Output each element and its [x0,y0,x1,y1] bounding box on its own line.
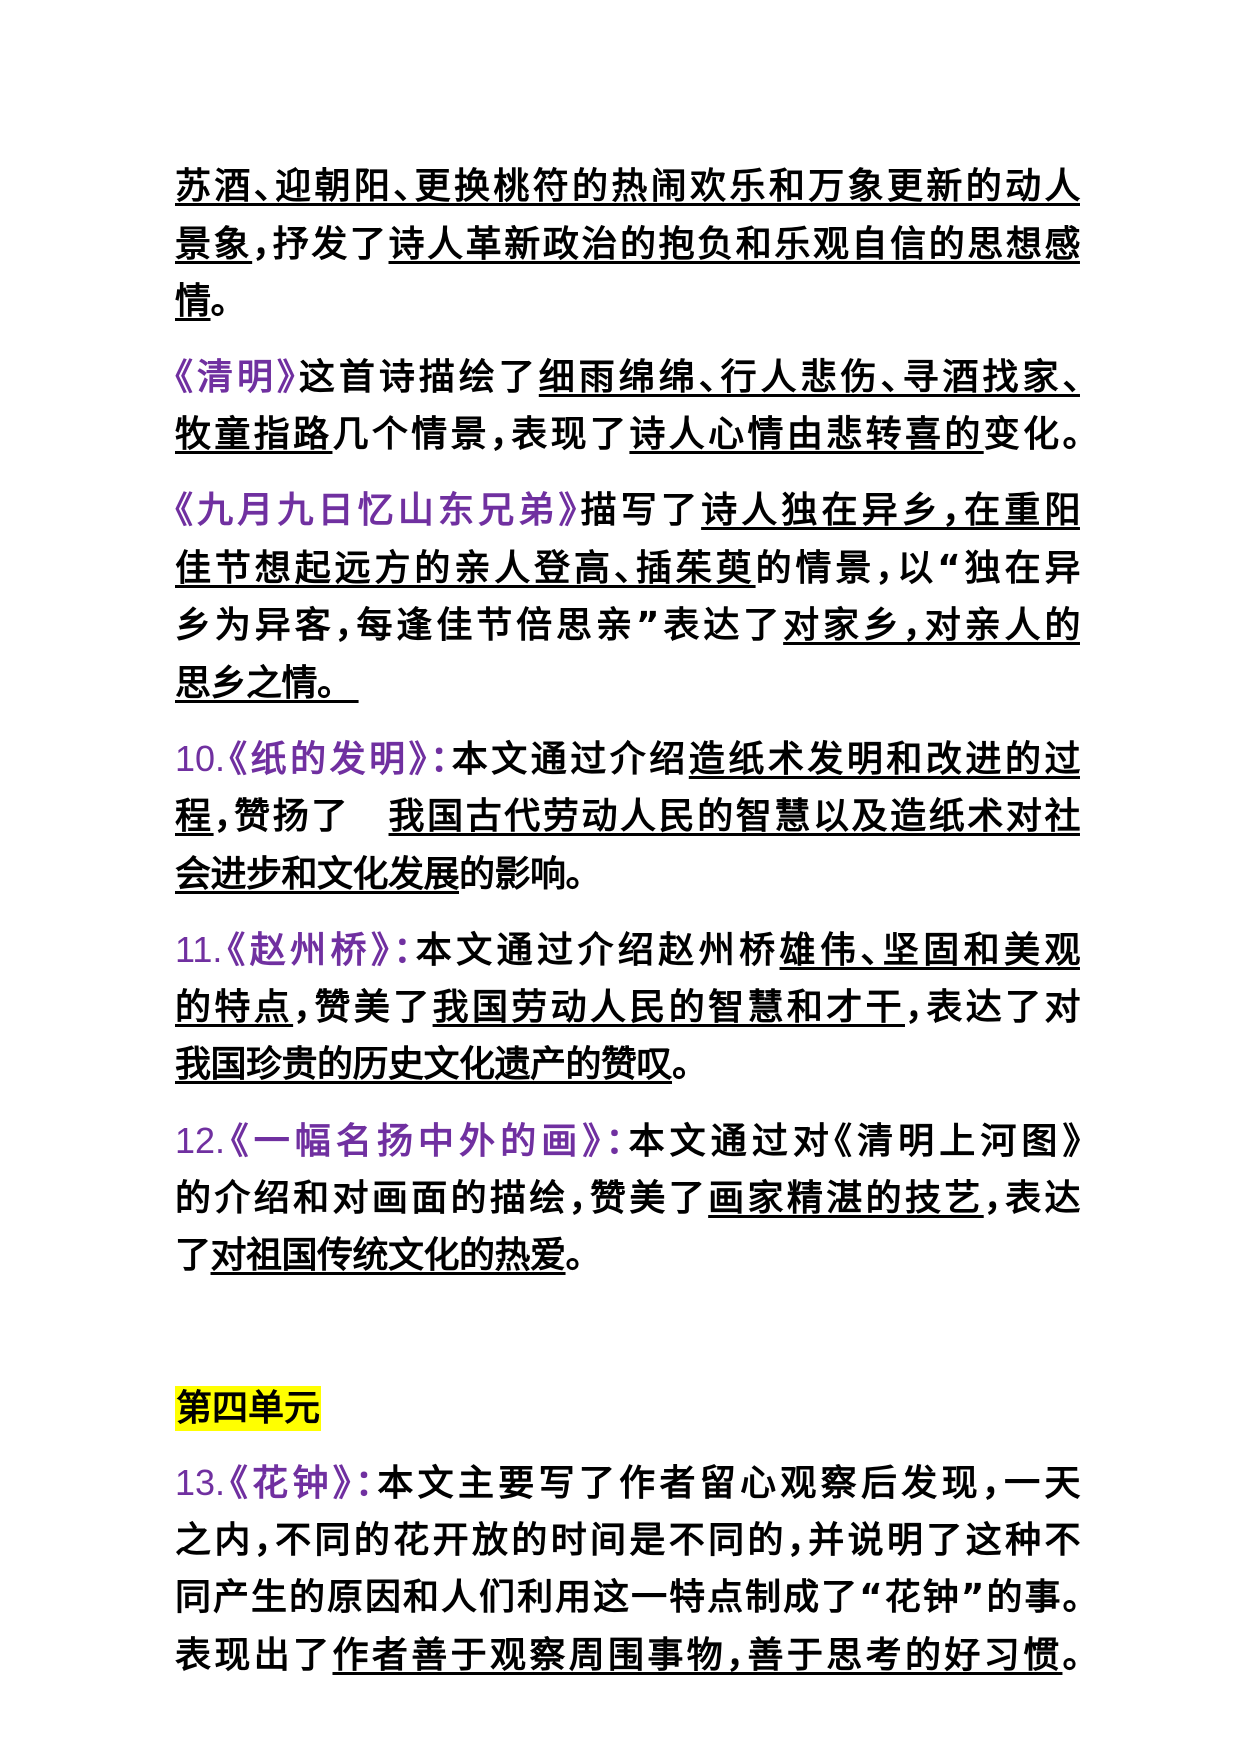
body-text: 的影响。 [459,853,584,895]
underlined-text: 程 [175,795,214,837]
body-text: 表现出了 [175,1635,333,1677]
paragraph-qingming: 《清明》这首诗描绘了细雨绵绵、行人悲伤、寻酒找家、 牧童指路几个情景，表现了诗人… [175,349,1080,464]
text-line: 13.《花钟》：本文主要写了作者留心观察后发现，一天 [175,1454,1080,1512]
body-text: 本文通过对《清明上河图》 [628,1120,1081,1162]
lesson-number: 11. [175,929,223,971]
body-text: ，表达了对 [904,986,1080,1028]
underlined-text: 景象 [175,223,253,265]
text-line: 苏酒、迎朝阳、更换桃符的热闹欢乐和万象更新的动人 [175,158,1081,216]
underlined-text: 雄伟、坚固和美观 [779,930,1081,972]
body-text: ，表达 [983,1177,1081,1219]
text-line: 景象，抒发了诗人革新政治的抱负和乐观自信的思想感 [175,216,1080,274]
underlined-text: 思乡之情。 [175,662,359,704]
body-text: ，抒发了 [252,223,389,265]
underlined-text: 我国劳动人民的智慧和才干 [432,986,906,1028]
text-line: 的特点，赞美了我国劳动人民的智慧和才干，表达了对 [175,979,1080,1037]
text-line: 12.《一幅名扬中外的画》：本文通过对《清明上河图》 [175,1112,1080,1170]
body-text: 乡为异客，每逢佳节倍思亲”表达了 [175,605,784,647]
lesson-title: 《纸的发明》： [225,739,452,781]
lesson-number: 13. [175,1462,226,1504]
body-text: ，赞美了 [293,986,433,1028]
document-page: 苏酒、迎朝阳、更换桃符的热闹欢乐和万象更新的动人 景象，抒发了诗人革新政治的抱负… [175,158,1081,1685]
underlined-text: 牧童指路 [175,414,333,456]
underlined-text: 对祖国传统文化的热爱 [210,1235,567,1277]
paragraph-jiuyuejiuri: 《九月九日忆山东兄弟》描写了诗人独在异乡，在重阳 佳节想起远方的亲人登高、插茱萸… [175,482,1080,712]
paragraph-continuation: 苏酒、迎朝阳、更换桃符的热闹欢乐和万象更新的动人 景象，抒发了诗人革新政治的抱负… [175,158,1081,331]
underlined-text: 作者善于观察周围事物，善于思考的好习惯 [332,1635,1063,1677]
text-line: 同产生的原因和人们利用这一特点制成了“花钟”的事。 [175,1569,1081,1627]
body-text: 的情景，以“独在异 [755,547,1081,589]
body-text: 这首诗描绘了 [298,356,539,398]
text-line: 10.《纸的发明》：本文通过介绍造纸术发明和改进的过 [175,730,1080,788]
body-text: ，赞扬了 [213,795,389,837]
underlined-text: 诗人独在异乡，在重阳 [701,489,1080,531]
underlined-text: 我国珍贵的历史文化遗产的赞叹 [175,1044,673,1086]
lesson-number: 10. [175,738,226,780]
text-line: 情。 [175,273,1080,331]
lesson-title: 《花钟》： [225,1463,378,1505]
section-heading: 第四单元 [175,1386,322,1432]
text-line: 牧童指路几个情景，表现了诗人心情由悲转喜的变化。 [175,406,1080,464]
lesson-title: 《赵州桥》： [222,930,416,972]
poem-title: 《清明》 [175,356,299,398]
text-line: 佳节想起远方的亲人登高、插茱萸的情景，以“独在异 [175,540,1080,598]
underlined-text: 的特点 [175,986,294,1028]
body-text: 之内，不同的花开放的时间是不同的，并说明了这种不 [175,1519,1081,1561]
paragraph-lesson-13: 13.《花钟》：本文主要写了作者留心观察后发现，一天 之内，不同的花开放的时间是… [175,1454,1081,1685]
text-line: 《清明》这首诗描绘了细雨绵绵、行人悲伤、寻酒找家、 [175,349,1080,407]
underlined-text: 诗人心情由悲转喜的 [629,414,984,456]
underlined-text: 我国古代劳动人民的智慧以及造纸术对社 [388,795,1081,837]
underlined-text: 细雨绵绵、行人悲伤、寻酒找家、 [538,356,1081,398]
body-text: 变化。 [983,414,1081,456]
paragraph-lesson-11: 11.《赵州桥》：本文通过介绍赵州桥雄伟、坚固和美观 的特点，赞美了我国劳动人民… [175,921,1080,1094]
underlined-text: 佳节想起远方的亲人登高、插茱萸 [175,547,756,589]
body-text: 描写了 [580,489,702,531]
text-line: 11.《赵州桥》：本文通过介绍赵州桥雄伟、坚固和美观 [175,921,1080,979]
text-line: 之内，不同的花开放的时间是不同的，并说明了这种不 [175,1512,1081,1570]
body-text: 同产生的原因和人们利用这一特点制成了“花钟”的事。 [175,1577,1081,1619]
underlined-text: 会进步和文化发展 [175,853,460,895]
poem-title: 《九月九日忆山东兄弟》 [175,489,581,531]
paragraph-lesson-12: 12.《一幅名扬中外的画》：本文通过对《清明上河图》 的介绍和对画面的描绘，赞美… [175,1112,1080,1285]
text-line: 程，赞扬了 我国古代劳动人民的智慧以及造纸术对社 [175,788,1080,846]
paragraph-lesson-10: 10.《纸的发明》：本文通过介绍造纸术发明和改进的过 程，赞扬了 我国古代劳动人… [175,730,1080,903]
lesson-number: 12. [175,1119,226,1161]
text-line: 的介绍和对画面的描绘，赞美了画家精湛的技艺，表达 [175,1170,1080,1228]
lesson-title: 《一幅名扬中外的画》： [225,1120,629,1162]
underlined-text: 造纸术发明和改进的过 [688,739,1081,781]
text-line: 我国珍贵的历史文化遗产的赞叹。 [175,1036,1080,1094]
body-text: 几个情景，表现了 [332,414,630,456]
text-line: 乡为异客，每逢佳节倍思亲”表达了对家乡，对亲人的 [175,597,1080,655]
body-text: 。 [1062,1635,1080,1677]
body-text: 。 [210,281,229,323]
underlined-text: 诗人革新政治的抱负和乐观自信的思想感 [388,223,1081,265]
underlined-text: 对家乡，对亲人的 [783,605,1080,647]
body-text: 了 [175,1235,211,1277]
body-text: 的介绍和对画面的描绘，赞美了 [175,1177,709,1219]
body-text: 。 [565,1235,584,1277]
body-text: 本文主要写了作者留心观察后发现，一天 [377,1463,1080,1505]
body-text: 。 [672,1044,690,1086]
text-line: 表现出了作者善于观察周围事物，善于思考的好习惯。 [175,1627,1080,1685]
text-line: 思乡之情。 [175,655,1080,713]
text-line: 会进步和文化发展的影响。 [175,846,1080,904]
text-line: 了对祖国传统文化的热爱。 [175,1227,1080,1285]
underlined-text: 情 [175,281,211,323]
section-heading-row: 第四单元 [175,1379,1080,1437]
body-text: 本文通过介绍赵州桥 [415,930,780,972]
text-line: 《九月九日忆山东兄弟》描写了诗人独在异乡，在重阳 [175,482,1080,540]
body-text: 本文通过介绍 [451,739,690,781]
underlined-text: 画家精湛的技艺 [708,1177,984,1219]
underlined-text: 苏酒、迎朝阳、更换桃符的热闹欢乐和万象更新的动人 [175,166,1081,207]
